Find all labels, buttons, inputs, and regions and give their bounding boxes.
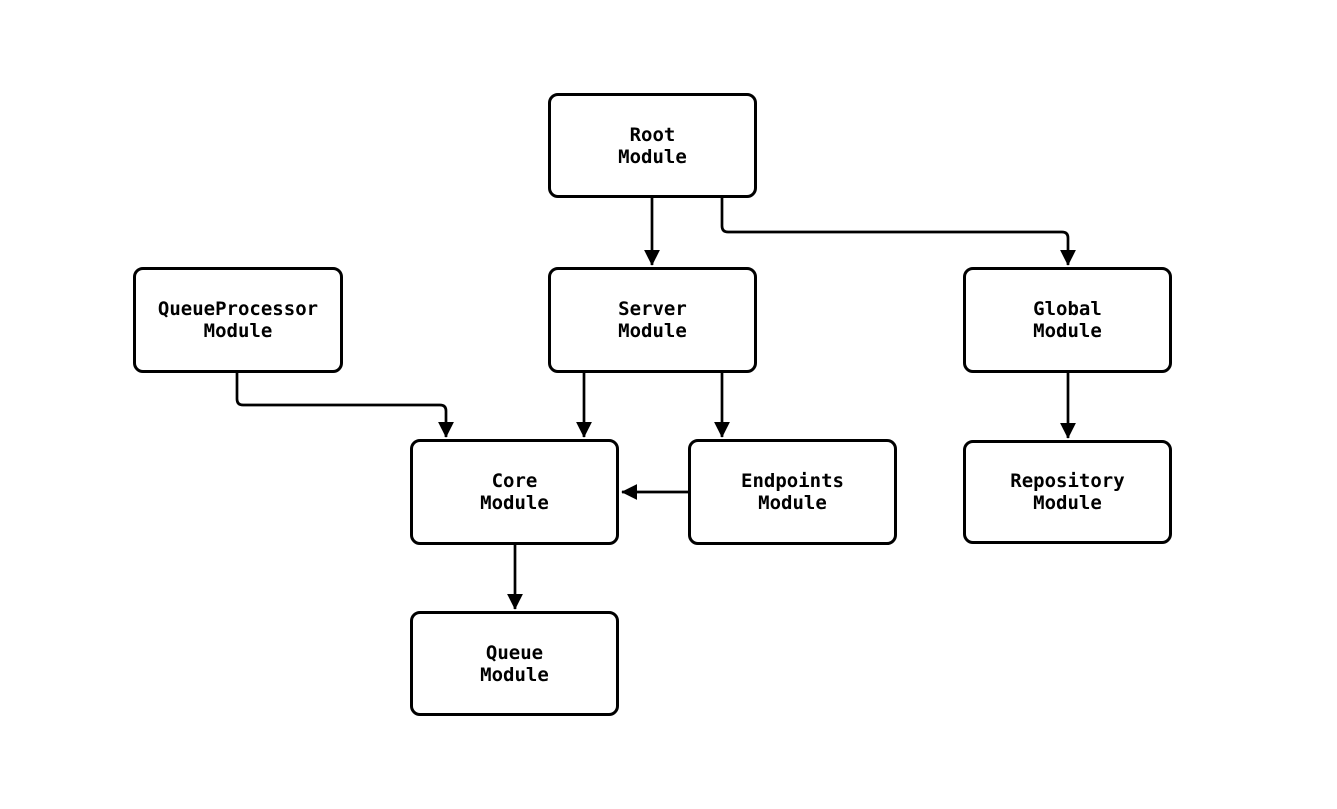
node-label-line: Global	[1033, 298, 1102, 320]
node-queue-module: Queue Module	[410, 611, 619, 716]
node-endpoints-module: Endpoints Module	[688, 439, 897, 545]
node-queueprocessor-module: QueueProcessor Module	[133, 267, 343, 373]
node-label-line: Module	[758, 492, 827, 514]
node-label-line: Repository	[1010, 470, 1125, 492]
node-label-line: Root	[629, 123, 676, 146]
node-label-line: Queue	[485, 641, 544, 664]
node-root-module: Root Module	[548, 93, 757, 198]
node-repository-module: Repository Module	[963, 440, 1172, 544]
node-label-line: Module	[618, 320, 687, 342]
node-global-module: Global Module	[963, 267, 1172, 373]
node-label-line: Server	[618, 298, 687, 320]
node-label-line: Core	[491, 470, 538, 492]
node-label-line: QueueProcessor	[157, 298, 319, 320]
node-label-line: Module	[1033, 492, 1102, 514]
node-label-line: Endpoints	[741, 470, 844, 492]
node-label-line: Module	[480, 663, 549, 686]
node-server-module: Server Module	[548, 267, 757, 373]
node-label-line: Module	[618, 145, 687, 168]
edge-root-to-global	[720, 198, 1076, 266]
node-label-line: Module	[1033, 320, 1102, 342]
node-label-line: Module	[203, 320, 273, 342]
edge-queueprocessor-to-core	[235, 373, 454, 438]
node-label-line: Module	[480, 492, 549, 514]
node-core-module: Core Module	[410, 439, 619, 545]
